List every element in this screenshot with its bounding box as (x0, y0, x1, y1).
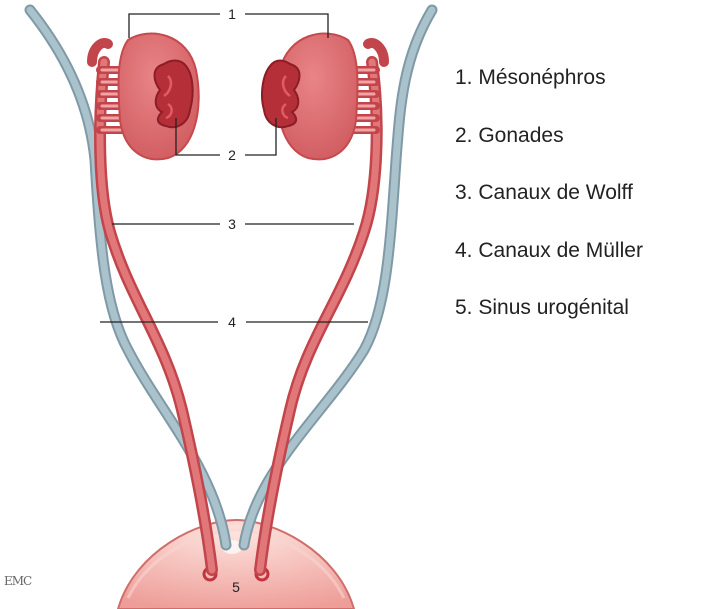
legend: 1. Mésonéphros 2. Gonades 3. Canaux de W… (455, 66, 643, 354)
gonad-right (262, 61, 300, 128)
legend-item-gonads: 2. Gonades (455, 124, 643, 182)
gonad-left (155, 61, 193, 128)
legend-item-muller-ducts: 4. Canaux de Müller (455, 239, 643, 297)
callout-2: 2 (228, 147, 236, 163)
callout-1: 1 (228, 6, 236, 22)
callout-4: 4 (228, 314, 236, 330)
legend-item-urogenital-sinus: 5. Sinus urogénital (455, 296, 643, 354)
urogenital-sinus (118, 520, 354, 609)
emc-logo: EMC (4, 574, 31, 588)
legend-item-mesonephros: 1. Mésonéphros (455, 66, 643, 124)
callout-3: 3 (228, 216, 236, 232)
legend-item-wolff-ducts: 3. Canaux de Wolff (455, 181, 643, 239)
embryo-genital-ducts-diagram: 1 2 3 4 5 (0, 0, 455, 609)
callout-5: 5 (232, 579, 240, 595)
